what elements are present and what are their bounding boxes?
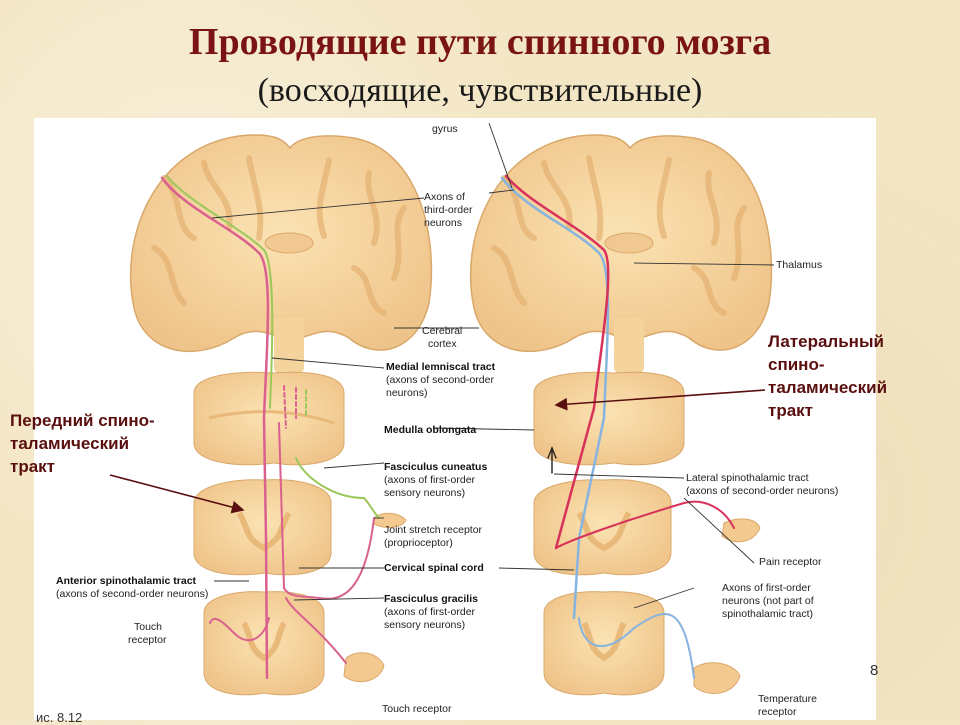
- right-brain: [469, 134, 773, 376]
- axons-first-label-1: Axons of first-order: [722, 582, 811, 594]
- anterior-st-label-1: Anterior spinothalamic tract: [56, 575, 197, 587]
- joint-stretch-receptor-shape: [373, 512, 407, 528]
- axons-third-label-2: third-order: [424, 204, 473, 216]
- anterior-rus-line-1: Передний спино-: [10, 411, 155, 430]
- right-lower-section: [543, 591, 665, 696]
- gracilis-label-3: sensory neurons): [384, 619, 465, 631]
- pain-receptor-label: Pain receptor: [759, 556, 822, 568]
- axons-first-label-3: spinothalamic tract): [722, 608, 813, 620]
- touch-bottom-label: Touch receptor: [382, 703, 452, 715]
- anterior-rus-line-3: тракт: [10, 457, 55, 476]
- temperature-label-2: receptor: [758, 706, 797, 718]
- left-cervical-section: [193, 479, 332, 576]
- figure-number: ис. 8.12: [36, 710, 83, 725]
- cuneatus-label-1: Fasciculus cuneatus: [384, 461, 487, 473]
- left-brain: [129, 134, 433, 376]
- temperature-receptor-shape: [693, 662, 741, 694]
- pathway-figure: gyrus Axons of third-order neurons Thala…: [34, 118, 876, 720]
- gracilis-label-2: (axons of first-order: [384, 606, 476, 618]
- touch-left-label-2: receptor: [128, 634, 167, 646]
- lateral-rus-line-4: тракт: [768, 401, 813, 420]
- slide-subtitle: (восходящие, чувствительные): [257, 72, 703, 109]
- lateral-spinothalamic-russian-label: Латеральный спино- таламический тракт: [768, 330, 887, 422]
- cervical-label: Cervical spinal cord: [384, 562, 484, 574]
- cortex-label-1: Cerebral: [422, 325, 462, 337]
- cuneatus-label-3: sensory neurons): [384, 487, 465, 499]
- lateral-rus-line-1: Латеральный: [768, 332, 884, 351]
- anterior-st-label-2: (axons of second-order neurons): [56, 588, 208, 600]
- gyrus-label: gyrus: [432, 123, 458, 135]
- left-lower-section: [203, 591, 325, 696]
- touch-receptor-shape: [343, 652, 385, 683]
- lateral-st-label-2: (axons of second-order neurons): [686, 485, 838, 497]
- lateral-st-label-1: Lateral spinothalamic tract: [686, 472, 809, 484]
- left-medulla-section: [193, 371, 345, 466]
- thalamus-label: Thalamus: [776, 259, 822, 271]
- page-number: 8: [870, 662, 879, 679]
- medulla-label: Medulla oblongata: [384, 424, 476, 436]
- right-cervical-section: [533, 479, 672, 576]
- medial-lemniscal-label-3: neurons): [386, 387, 427, 399]
- lateral-rus-line-2: спино-: [768, 355, 825, 374]
- joint-stretch-label-1: Joint stretch receptor: [384, 524, 483, 536]
- medial-lemniscal-label-2: (axons of second-order: [386, 374, 494, 386]
- slide-title: Проводящие пути спинного мозга: [188, 21, 772, 63]
- right-medulla-section: [533, 371, 685, 466]
- leader-lines: [211, 122, 775, 609]
- medial-lemniscal-label-1: Medial lemniscal tract: [386, 361, 496, 373]
- anterior-rus-line-2: таламический: [10, 434, 130, 453]
- axons-third-label-1: Axons of: [424, 191, 465, 203]
- cortex-label-2: cortex: [428, 338, 457, 350]
- axons-first-label-2: neurons (not part of: [722, 595, 814, 607]
- axons-third-label-3: neurons: [424, 217, 462, 229]
- left-tracts: [160, 175, 380, 680]
- lateral-rus-line-3: таламический: [768, 378, 888, 397]
- touch-left-label-1: Touch: [134, 621, 162, 633]
- right-tracts: [500, 174, 735, 679]
- anterior-spinothalamic-russian-label: Передний спино- таламический тракт: [10, 409, 155, 478]
- gracilis-label-1: Fasciculus gracilis: [384, 593, 478, 605]
- temperature-label-1: Temperature: [758, 693, 817, 705]
- pathway-diagram: gyrus Axons of third-order neurons Thala…: [56, 122, 838, 718]
- cuneatus-label-2: (axons of first-order: [384, 474, 476, 486]
- joint-stretch-label-2: (proprioceptor): [384, 537, 453, 549]
